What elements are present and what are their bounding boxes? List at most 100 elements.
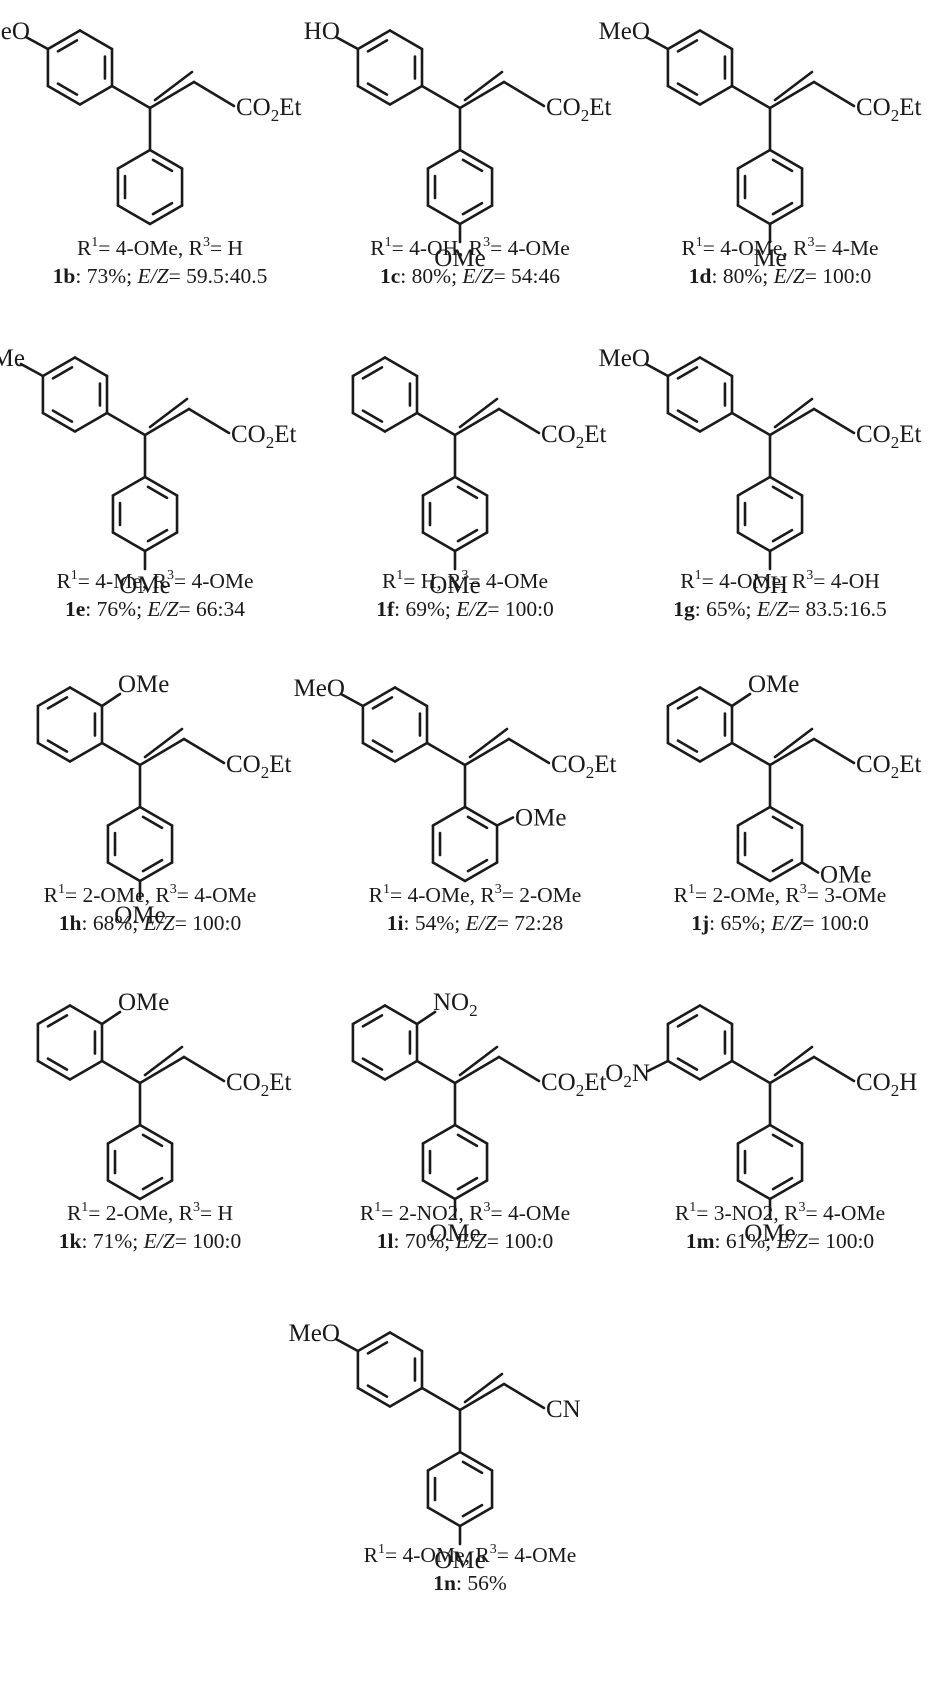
ewg-label: CO2Et	[541, 1069, 607, 1100]
ewg-bond	[182, 1055, 226, 1083]
ring-double-bond	[771, 158, 794, 173]
ring-bond	[143, 531, 179, 553]
ring-bond	[421, 1179, 457, 1201]
substituent-caption: R1= 4-OMe, R3= 4-Me	[681, 235, 878, 260]
substituent-caption: R1= H, R3= 4-OMe	[382, 568, 548, 593]
ring-b	[421, 475, 489, 553]
substituent-caption: R1= 4-OMe, R3= 4-OMe	[364, 1542, 577, 1567]
ring-bond	[736, 204, 772, 226]
ring-double-bond	[456, 1133, 479, 1148]
sub-a-label: MeO	[599, 345, 650, 372]
ring-bond	[458, 148, 494, 170]
sub-a-bond	[334, 35, 360, 51]
ring-double-bond	[676, 39, 699, 53]
ring-bond	[351, 356, 387, 378]
ring-bond	[393, 741, 429, 763]
ring-bond	[666, 1004, 702, 1026]
ring-a	[356, 29, 424, 106]
sub-b-bond	[495, 816, 515, 827]
ring-bond	[698, 84, 734, 106]
ring-bond	[361, 741, 397, 763]
ring-b	[106, 805, 174, 883]
ring-double-bond	[151, 158, 174, 173]
ring-bond	[138, 1179, 174, 1201]
ring-b	[421, 1123, 489, 1201]
ring-double-bond	[676, 409, 699, 423]
yield-caption: 1b: 73%; E/Z= 59.5:40.5	[53, 264, 268, 288]
sub-a-bond	[334, 1337, 360, 1353]
ring-bond	[768, 148, 804, 170]
substituent-caption: R1= 2-NO2, R3= 4-OMe	[360, 1200, 570, 1225]
ring-bond	[768, 475, 804, 497]
ring-bond	[116, 148, 152, 170]
ring-double-bond	[461, 158, 484, 173]
ring-double-bond	[366, 1384, 389, 1398]
ring-bond	[356, 84, 392, 106]
sub-a-bond	[100, 1010, 122, 1026]
ring-double-bond	[371, 739, 394, 753]
yield-caption: 1l: 70%; E/Z= 100:0	[377, 1229, 553, 1253]
yield-caption: 1f: 69%; E/Z= 100:0	[376, 597, 554, 621]
ewg-bond	[182, 737, 226, 765]
ring-a	[666, 356, 734, 433]
ewg-bond	[812, 407, 856, 435]
ring-double-bond	[46, 1057, 69, 1071]
ring-bond	[73, 411, 109, 433]
yield-caption: 1n: 56%	[433, 1571, 507, 1595]
ring-b	[736, 475, 804, 553]
ring-double-bond	[361, 1014, 384, 1028]
sub-b-label: OH	[752, 572, 788, 599]
vinyl-bond	[138, 1055, 186, 1085]
sub-b-label: OMe	[434, 1547, 485, 1574]
ring-bond	[453, 1179, 489, 1201]
ring-bond	[736, 1123, 772, 1145]
ring-bond	[106, 1123, 142, 1145]
ring-double-bond	[46, 739, 69, 753]
ring-bond	[388, 84, 424, 106]
ring-bond	[68, 686, 104, 708]
vinyl-bond	[148, 80, 196, 110]
ring-double-bond	[361, 409, 384, 423]
ring-double-bond	[146, 528, 169, 543]
ring-bond	[388, 29, 424, 51]
ring-b	[426, 148, 494, 226]
ring-bond	[68, 1004, 104, 1026]
yield-caption: 1k: 71%; E/Z= 100:0	[59, 1229, 241, 1253]
ring-bond	[698, 741, 734, 763]
ring-double-bond	[366, 82, 389, 96]
ring-a	[361, 686, 429, 763]
ring-bond	[453, 531, 489, 553]
sub-a-bond	[644, 35, 670, 51]
ring-bond	[351, 411, 387, 433]
vinyl-bond	[768, 407, 816, 437]
sub-b-label: OMe	[429, 572, 480, 599]
ring-double-bond	[461, 1460, 484, 1475]
ewg-label: CO2Et	[231, 421, 297, 452]
ring-bond	[138, 1123, 174, 1145]
aryl-a-bond	[415, 411, 457, 437]
ring-double-bond	[46, 1014, 69, 1028]
ring-double-bond	[361, 1057, 384, 1071]
yield-caption: 1d: 80%; E/Z= 100:0	[689, 264, 871, 288]
ring-bond	[36, 686, 72, 708]
substituent-caption: R1= 4-OMe, R3= 4-OH	[680, 568, 880, 593]
ring-double-bond	[56, 39, 79, 53]
ring-bond	[698, 356, 734, 378]
ring-bond	[666, 29, 702, 51]
substituent-caption: R1= 4-OMe, R3= 2-OMe	[369, 882, 582, 907]
ring-bond	[41, 411, 77, 433]
ring-bond	[78, 29, 114, 51]
ring-double-bond	[771, 815, 794, 830]
ewg-label: CO2Et	[226, 751, 292, 782]
ring-bond	[421, 1123, 457, 1145]
sub-a-bond	[730, 692, 752, 708]
ring-bond	[388, 1331, 424, 1353]
sub-a-label: NO2	[433, 989, 478, 1020]
ring-bond	[426, 1450, 462, 1472]
vinyl-double-bond	[773, 397, 814, 429]
ring-bond	[736, 148, 772, 170]
